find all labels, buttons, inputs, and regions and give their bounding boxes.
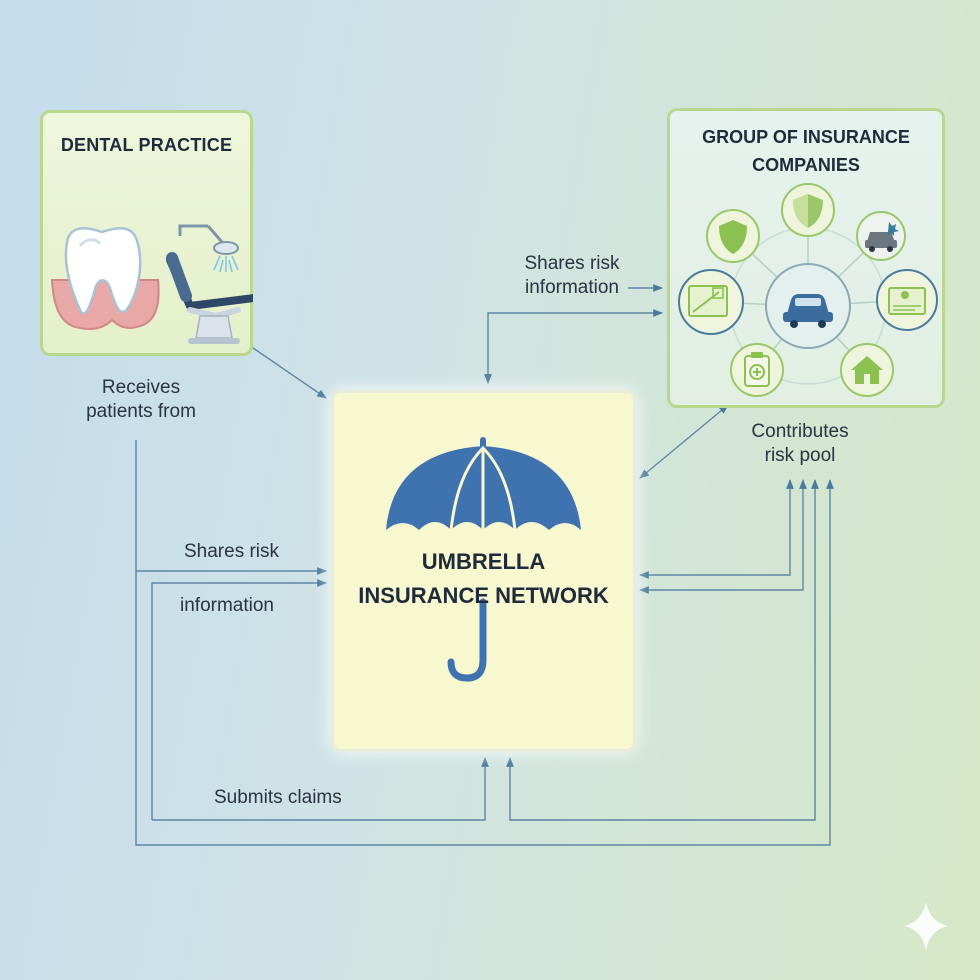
connector-left-share-2 [151, 579, 327, 820]
dental-illustration [50, 224, 253, 344]
dental-practice-title: DENTAL PRACTICE [60, 135, 233, 155]
connector-right-share-2 [639, 479, 807, 594]
shield-icon [781, 183, 835, 237]
document-icon [876, 269, 938, 331]
connector-left-outer [135, 440, 834, 846]
label-shares-risk-left: Shares risk [184, 541, 280, 562]
insurance-group-node: GROUP OF INSURANCE COMPANIES [667, 108, 945, 408]
label-receives-patients: Receives patients from [86, 377, 196, 422]
car-icon [765, 263, 851, 349]
label-contributes-risk-pool: Contributes risk pool [751, 421, 849, 466]
umbrella-network-title: UMBRELLA INSURANCE NETWORK [358, 549, 609, 608]
label-shares-risk-top: Shares risk information [524, 253, 620, 298]
umbrella-icon [386, 437, 581, 682]
connector-inner-bottom [506, 479, 819, 821]
label-submits-claims: Submits claims [214, 787, 342, 808]
insurance-group-title: GROUP OF INSURANCE COMPANIES [702, 127, 910, 175]
umbrella-network-node: UMBRELLA INSURANCE NETWORK [331, 390, 636, 752]
tooth-icon [50, 227, 160, 330]
connector-right-share-1 [639, 479, 794, 579]
document-icon [678, 269, 744, 335]
medical-kit-icon [730, 343, 784, 397]
dental-practice-node: DENTAL PRACTICE [40, 110, 253, 356]
connector-insurers-to-umbrella [639, 404, 729, 479]
insurance-network-illustration [678, 183, 938, 397]
dental-chair-icon [166, 224, 253, 344]
connector-submits-claims [152, 757, 489, 821]
house-icon [840, 343, 894, 397]
car-icon [856, 211, 906, 261]
label-information-left: information [180, 595, 274, 616]
shield-icon [706, 209, 760, 263]
connector-top-shares-risk [484, 309, 663, 384]
